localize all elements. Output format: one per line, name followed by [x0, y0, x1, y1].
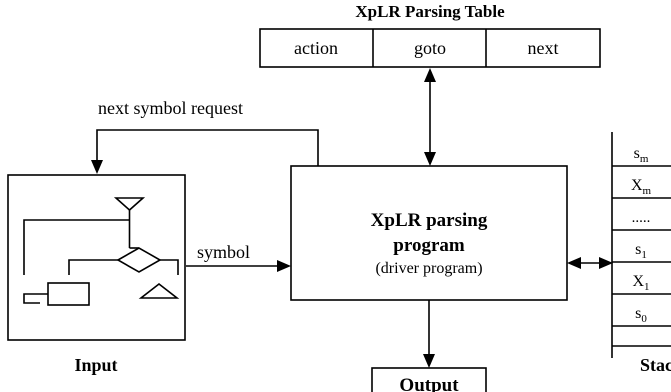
symbol-arrow [186, 260, 291, 272]
flowchart-icon [23, 197, 180, 306]
stack-cell-4: X1 [632, 273, 649, 293]
next-symbol-request-arrow [91, 129, 319, 174]
parsing-program-box: XpLR parsing program (driver program) [290, 165, 568, 301]
stack-cell-5: s0 [635, 305, 647, 325]
table-column-goto: goto [414, 38, 446, 58]
symbol-label: symbol [197, 242, 250, 262]
parsing-program-title: XpLR parsing [371, 210, 488, 231]
input-box [7, 174, 186, 341]
parsing-program-subtitle: program [393, 235, 465, 256]
table-column-action: action [294, 38, 338, 58]
table-parser-arrow [424, 68, 436, 166]
parsing-table-title: XpLR Parsing Table [355, 2, 505, 21]
parser-stack-arrow [567, 257, 613, 269]
stack-label: Stack [640, 355, 671, 375]
output-box: Output [371, 367, 487, 392]
stack-cell-0: sm [634, 145, 649, 165]
stack-cell-1: Xm [631, 177, 652, 197]
stack-cell-3: s1 [635, 241, 647, 261]
next-symbol-request-label: next symbol request [98, 98, 243, 118]
output-arrow [423, 300, 435, 368]
parsing-table: action goto next [259, 28, 601, 68]
stack-cell-2: ..... [632, 210, 651, 226]
table-column-next: next [528, 38, 559, 58]
output-label: Output [399, 375, 459, 392]
driver-program-note: (driver program) [375, 260, 482, 277]
input-label: Input [74, 355, 117, 375]
